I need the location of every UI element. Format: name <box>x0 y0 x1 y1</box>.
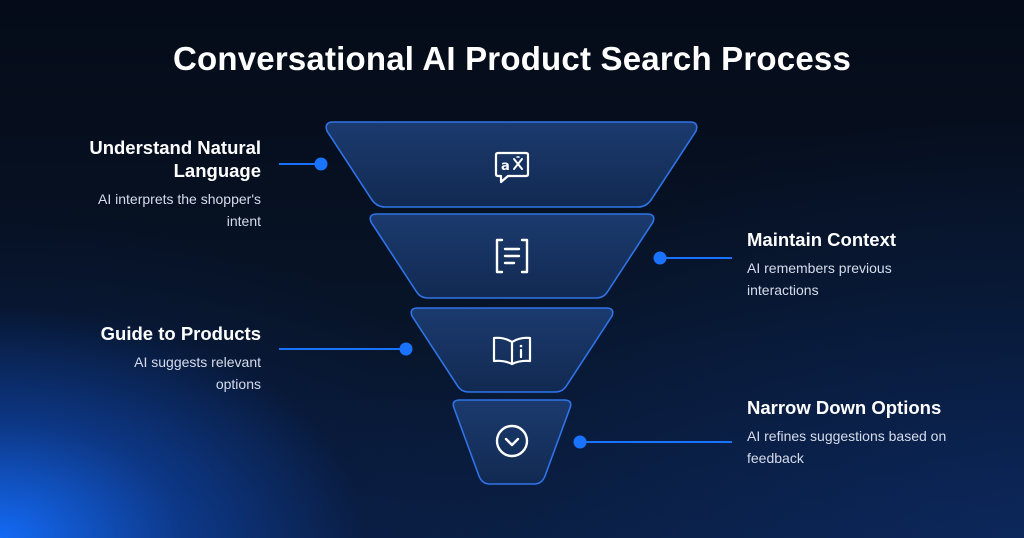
chevron-down-circle-icon <box>495 424 529 458</box>
step-description-4: AI refines suggestions based on feedback <box>747 428 947 466</box>
step-heading-4: Narrow Down Options <box>747 397 942 418</box>
step-heading-2: Maintain Context <box>747 229 897 250</box>
step-description-3: AI suggests relevant options <box>134 354 261 392</box>
step-label-1: Understand Natural Language AI interpret… <box>41 136 261 232</box>
book-info-icon <box>492 336 532 366</box>
step-description-2: AI remembers previous interactions <box>747 260 892 298</box>
connector-3 <box>279 342 413 356</box>
step-label-2: Maintain Context AI remembers previous i… <box>747 228 997 301</box>
connector-1 <box>279 157 328 171</box>
step-description-1: AI interprets the shopper's intent <box>98 191 261 229</box>
page-title: Conversational AI Product Search Process <box>172 40 851 77</box>
funnel-segment-4 <box>452 399 572 485</box>
document-text-icon <box>495 238 529 274</box>
step-label-4: Narrow Down Options AI refines suggestio… <box>747 396 997 469</box>
connector-4 <box>573 435 732 449</box>
step-label-3: Guide to Products AI suggests relevant o… <box>41 322 261 395</box>
translate-icon: a <box>494 151 530 184</box>
step-heading-1: Understand Natural Language <box>89 137 261 181</box>
funnel-segment-1 <box>325 121 698 208</box>
connector-2 <box>653 251 732 265</box>
step-heading-3: Guide to Products <box>100 323 261 344</box>
svg-text:a: a <box>501 159 510 174</box>
